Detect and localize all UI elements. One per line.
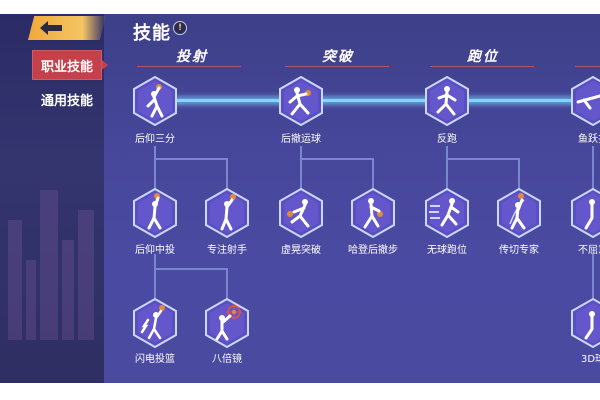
- connector-line: [154, 158, 228, 160]
- connector-line: [154, 146, 156, 190]
- category-shooting: 投射: [176, 49, 208, 65]
- lightning-shot-icon: [133, 298, 177, 348]
- skill-label: 闪电投篮: [135, 354, 175, 365]
- skill-node-dive[interactable]: [570, 76, 600, 126]
- connector-line: [592, 254, 594, 298]
- background-building: [8, 220, 22, 340]
- skill-label: 鱼跃扌: [578, 134, 600, 145]
- shooter-icon: [205, 188, 249, 238]
- category-breakthrough: 突破: [322, 49, 354, 65]
- drive-player-icon: [279, 188, 323, 238]
- sprint-icon: [425, 188, 469, 238]
- jump-shot-icon: [133, 76, 177, 126]
- skill-node-fadeaway-three[interactable]: [132, 76, 178, 126]
- skill-node-3d-ball[interactable]: [570, 298, 600, 348]
- diving-player-icon: [571, 76, 600, 126]
- player-icon: [571, 188, 600, 238]
- skill-label: 后撤运球: [281, 134, 321, 145]
- skill-label: 后仰中投: [135, 245, 175, 256]
- back-button[interactable]: [28, 16, 106, 40]
- category-divider: [285, 66, 389, 67]
- skill-node-pass-cut-expert[interactable]: [496, 188, 542, 238]
- scope-icon: [205, 298, 249, 348]
- category-running: 跑位: [467, 49, 499, 65]
- skill-label: 虚晃突破: [281, 245, 321, 256]
- dribble-icon: [279, 76, 323, 126]
- skill-label: 3D球: [580, 354, 600, 365]
- skill-node-8x-scope[interactable]: [204, 298, 250, 348]
- category-divider: [430, 66, 534, 67]
- skill-label: 不屈意: [578, 245, 600, 256]
- bottom-margin: [0, 383, 600, 400]
- page-title: 技能: [133, 23, 171, 44]
- skill-label: 八倍镜: [212, 354, 242, 365]
- connector-line: [300, 158, 374, 160]
- connector-line: [592, 146, 594, 190]
- skill-label: 传切专家: [499, 245, 539, 256]
- top-margin: [0, 0, 600, 14]
- exclamation-icon[interactable]: !: [173, 21, 187, 35]
- background-building: [26, 260, 36, 340]
- pass-catch-icon: [497, 188, 541, 238]
- background-building: [62, 240, 74, 340]
- background-building: [78, 210, 94, 340]
- stepback-icon: [351, 188, 395, 238]
- connector-line: [300, 146, 302, 190]
- back-arrow-icon: [40, 21, 62, 35]
- skill-node-indomitable[interactable]: [570, 188, 600, 238]
- skill-node-backdoor-cut[interactable]: [424, 76, 470, 126]
- tab-general-skills[interactable]: 通用技能: [40, 93, 93, 109]
- connector-line: [226, 158, 228, 190]
- connector-line: [154, 254, 156, 298]
- background-building: [40, 190, 58, 340]
- skill-node-lightning-shot[interactable]: [132, 298, 178, 348]
- active-tab-indicator: [102, 60, 108, 70]
- tab-professional-skills[interactable]: 职业技能: [32, 50, 102, 80]
- skill-main-path: [176, 99, 600, 102]
- skill-node-harden-stepback[interactable]: [350, 188, 396, 238]
- skill-label: 反跑: [437, 134, 457, 145]
- connector-line: [226, 268, 228, 298]
- skill-label: 后仰三分: [135, 134, 175, 145]
- running-player-icon: [425, 76, 469, 126]
- skill-node-fadeaway-midrange[interactable]: [132, 188, 178, 238]
- skill-label: 专注射手: [207, 245, 247, 256]
- connector-line: [518, 158, 520, 190]
- skill-label: 无球跑位: [427, 245, 467, 256]
- jump-shot-icon: [133, 188, 177, 238]
- connector-line: [154, 268, 228, 270]
- skill-node-pump-fake-drive[interactable]: [278, 188, 324, 238]
- connector-line: [372, 158, 374, 190]
- skill-node-focused-shooter[interactable]: [204, 188, 250, 238]
- connector-line: [446, 146, 448, 190]
- category-divider: [575, 66, 600, 67]
- connector-line: [446, 158, 520, 160]
- player-icon: [571, 298, 600, 348]
- skill-label: 哈登后撤步: [348, 245, 398, 256]
- category-divider: [137, 66, 241, 67]
- skill-node-stepback-dribble[interactable]: [278, 76, 324, 126]
- skill-node-off-ball-movement[interactable]: [424, 188, 470, 238]
